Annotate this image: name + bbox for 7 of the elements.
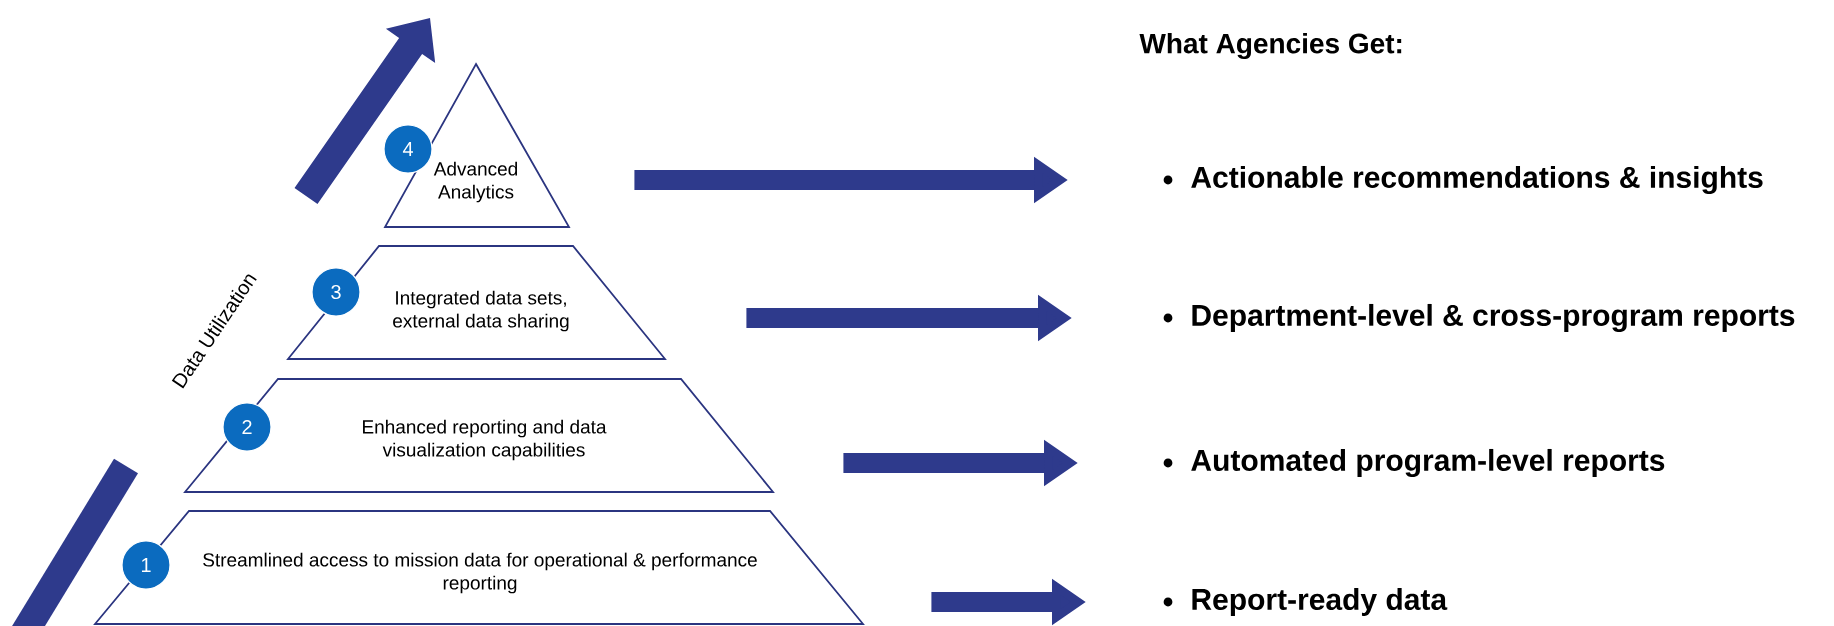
result-text: Automated program-level reports	[1191, 448, 1665, 478]
number-badge: 3	[311, 267, 361, 317]
result-text: Department-level & cross-program reports	[1192, 303, 1795, 333]
result-text: Report-ready data	[1192, 588, 1448, 616]
heading: What Agencies Get:	[1139, 32, 1402, 60]
number-badge: 4	[383, 124, 433, 174]
result-text: Actionable recommendations & insights	[1191, 165, 1763, 195]
